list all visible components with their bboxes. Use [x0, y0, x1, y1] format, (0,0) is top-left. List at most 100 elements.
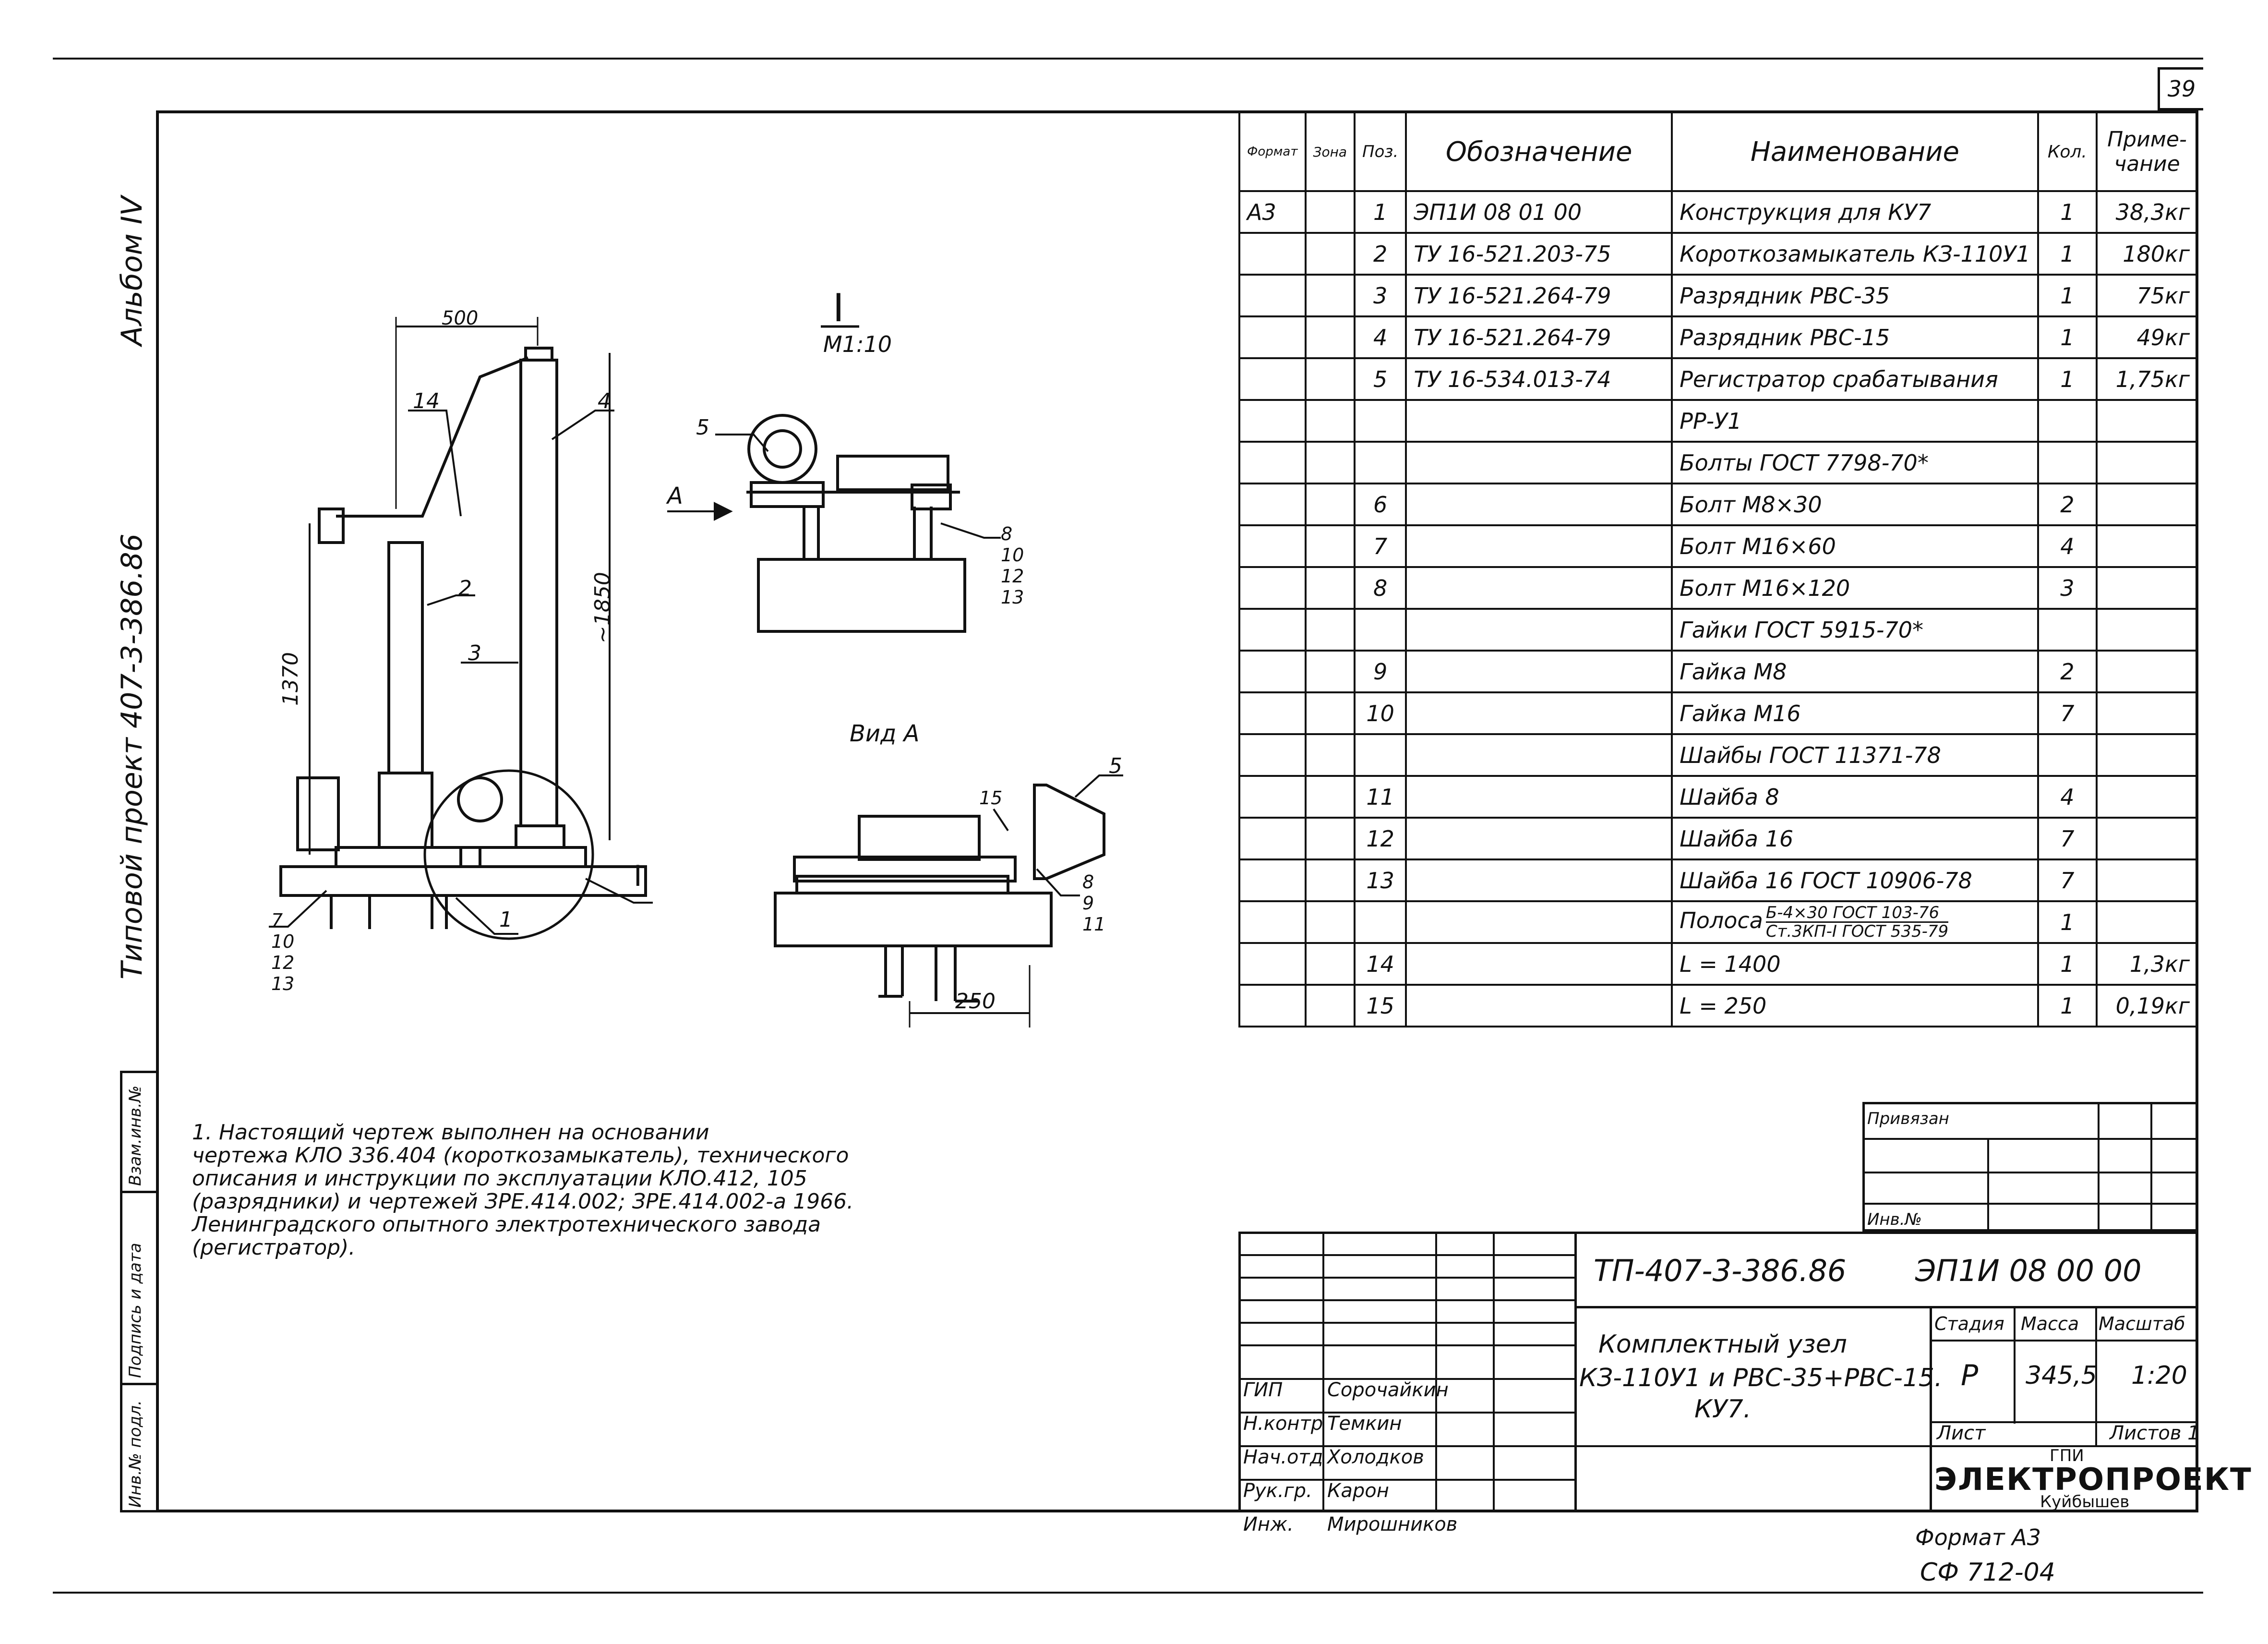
- scale-value: 1:20: [2131, 1361, 2187, 1390]
- cell-pos: [1354, 733, 1407, 777]
- top-contact: [318, 508, 345, 544]
- cell-zone: [1304, 691, 1356, 735]
- cell-designation: [1405, 858, 1673, 902]
- cell-qty: 2: [2037, 650, 2098, 693]
- cell-qty: [2037, 441, 2098, 484]
- notes: 1. Настоящий чертеж выполнен на основани…: [192, 1121, 853, 1259]
- title-designation: ЭП1И 08 00 00: [1915, 1253, 2142, 1288]
- cell-zone: [1304, 984, 1356, 1028]
- cell-qty: 4: [2037, 775, 2098, 819]
- callout-3: 3: [468, 641, 481, 665]
- person-role: Н.контр: [1243, 1413, 1323, 1435]
- registrator-body: [457, 776, 503, 822]
- person-role: Инж.: [1243, 1513, 1294, 1535]
- cell-designation: [1405, 566, 1673, 610]
- spec-header-row: Формат Зона Поз. Обозначение Наименовани…: [1238, 111, 2199, 192]
- stage-value: Р: [1961, 1359, 1979, 1392]
- cell-format: А3: [1238, 190, 1307, 234]
- callout-15: 15: [979, 787, 1003, 809]
- cell-pos: 7: [1354, 524, 1407, 568]
- cell-name: Гайка М8: [1671, 650, 2039, 693]
- cell-name: L = 250: [1671, 984, 2039, 1028]
- cell-format: [1238, 900, 1307, 944]
- note-line: чертежа КЛО 336.404 (короткозамыкатель),…: [192, 1143, 849, 1168]
- cell-note: 38,3кг: [2095, 190, 2199, 234]
- cell-name: Шайба 8: [1671, 775, 2039, 819]
- cell-qty: 4: [2037, 524, 2098, 568]
- cell-format: [1238, 733, 1307, 777]
- cell-qty: 2: [2037, 483, 2098, 526]
- cell-designation: [1405, 900, 1673, 944]
- beam-section: [757, 558, 966, 633]
- cell-qty: 1: [2037, 942, 2098, 986]
- table-row: Болты ГОСТ 7798-70*: [1238, 441, 2199, 484]
- cell-designation: [1405, 399, 1673, 443]
- col-format: Формат: [1238, 111, 1307, 192]
- cell-pos: 12: [1354, 817, 1407, 860]
- org-city: Куйбышев: [2040, 1492, 2130, 1511]
- callout-14: 14: [413, 389, 440, 413]
- arrow-a-label: А: [667, 483, 683, 509]
- cell-name: Короткозамыкатель КЗ-110У1: [1671, 232, 2039, 276]
- cell-format: [1238, 691, 1307, 735]
- title-block: [1238, 1232, 2198, 1512]
- code-bottom: СФ 712-04: [1920, 1558, 2055, 1587]
- cell-name: Гайка М16: [1671, 691, 2039, 735]
- cell-designation: [1405, 650, 1673, 693]
- org-top: ГПИ: [2050, 1446, 2084, 1465]
- cell-name: Регистратор срабатывания: [1671, 357, 2039, 401]
- cell-designation: [1405, 817, 1673, 860]
- cell-note: [2095, 817, 2199, 860]
- cell-name: РР-У1: [1671, 399, 2039, 443]
- cell-note: 1,75кг: [2095, 357, 2199, 401]
- cell-note: [2095, 399, 2199, 443]
- cell-name: Разрядник РВС-35: [1671, 274, 2039, 317]
- cell-qty: 1: [2037, 232, 2098, 276]
- kz-drive-box: [378, 772, 433, 849]
- sheet-label: Лист: [1937, 1422, 1986, 1444]
- cell-note: [2095, 608, 2199, 652]
- cell-zone: [1304, 315, 1356, 359]
- cell-pos: 4: [1354, 315, 1407, 359]
- section-mark-I: I: [634, 859, 642, 893]
- org-name: ЭЛЕКТРОПРОЕКТ: [1934, 1462, 2252, 1498]
- cell-pos: 8: [1354, 566, 1407, 610]
- cell-zone: [1304, 608, 1356, 652]
- dim-500: 500: [442, 307, 479, 329]
- format-line: Формат А3: [1915, 1524, 2041, 1550]
- cell-pos: 2: [1354, 232, 1407, 276]
- callout-4: 4: [598, 389, 611, 413]
- cell-qty: 1: [2037, 274, 2098, 317]
- cell-note: 0,19кг: [2095, 984, 2199, 1028]
- cell-qty: 1: [2037, 357, 2098, 401]
- cell-designation: [1405, 942, 1673, 986]
- cell-qty: 7: [2037, 691, 2098, 735]
- mass-label: Масса: [2021, 1313, 2079, 1334]
- cell-name: Болт М8×30: [1671, 483, 2039, 526]
- cell-zone: [1304, 399, 1356, 443]
- cell-designation: ЭП1И 08 01 00: [1405, 190, 1673, 234]
- cell-note: 75кг: [2095, 274, 2199, 317]
- callout-5b: 5: [1109, 754, 1122, 778]
- col-note: Приме-чание: [2095, 111, 2199, 192]
- table-row: Гайки ГОСТ 5915-70*: [1238, 608, 2199, 652]
- cell-designation: ТУ 16-521.264-79: [1405, 315, 1673, 359]
- cell-note: [2095, 566, 2199, 610]
- dim-1370: 1370: [278, 652, 303, 706]
- person-role: Нач.отд: [1243, 1446, 1323, 1468]
- cell-note: [2095, 524, 2199, 568]
- cell-zone: [1304, 524, 1356, 568]
- inv-label: Инв.№: [1867, 1210, 1922, 1229]
- col-zone: Зона: [1304, 111, 1356, 192]
- cell-pos: 11: [1354, 775, 1407, 819]
